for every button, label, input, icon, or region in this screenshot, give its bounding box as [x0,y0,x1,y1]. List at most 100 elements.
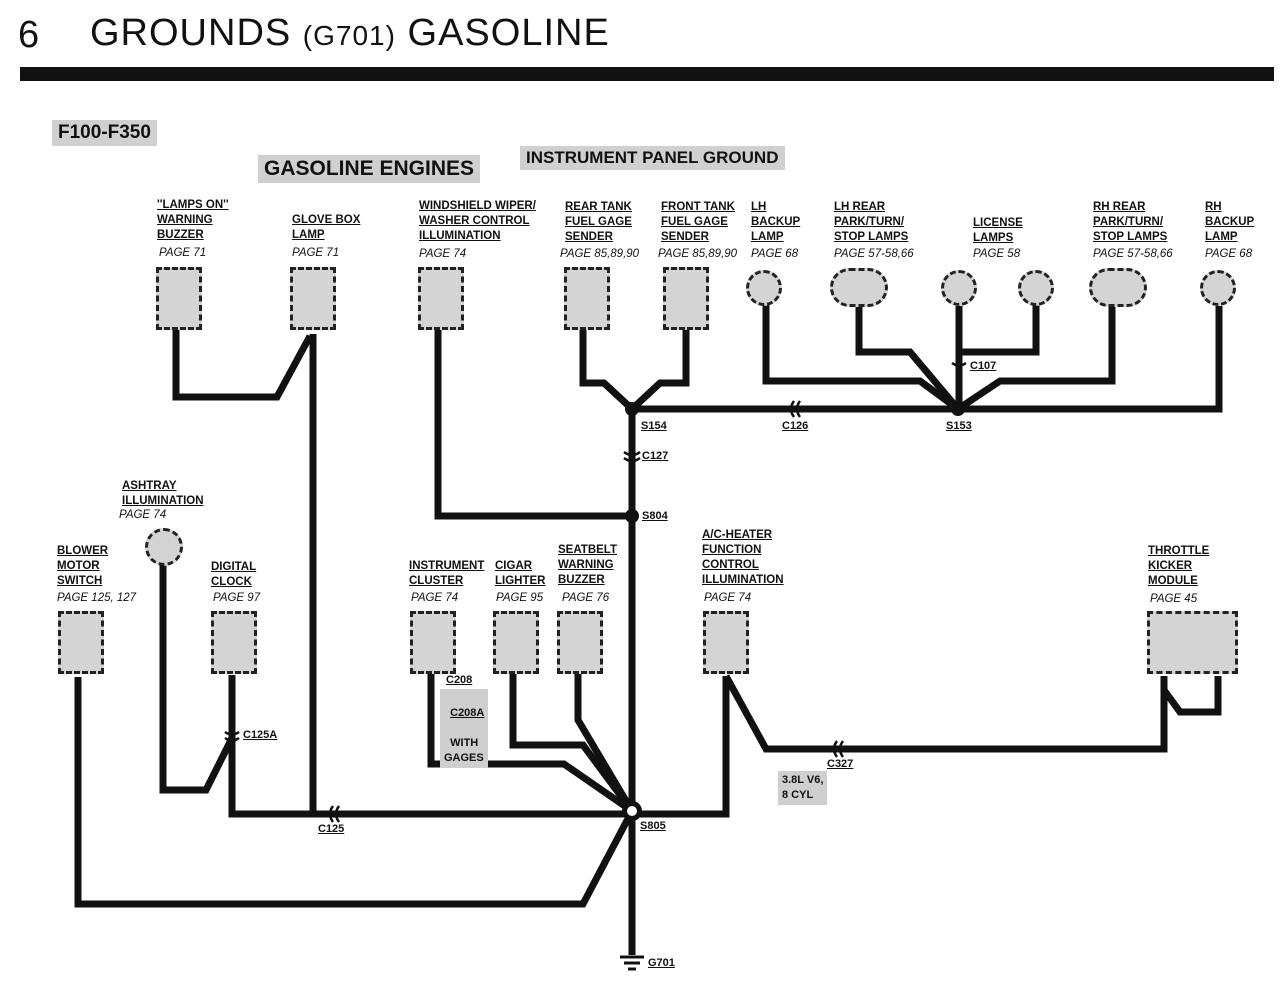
license-lamps-page: PAGE 58 [973,248,1021,260]
blower-switch-symbol [58,611,104,674]
wire-kicker-loop [1161,676,1222,716]
instrument-cluster-page: PAGE 74 [411,592,459,604]
connector-mark-c327 [832,740,845,758]
label-c127: C127 [642,450,669,462]
front-tank-sender-label: FRONT TANK FUEL GAGE SENDER [661,201,735,243]
license-lamp-right-symbol [1018,270,1054,306]
ashtray-illum-label: ASHTRAY ILLUMINATION [122,480,204,507]
digital-clock-page: PAGE 97 [213,592,261,604]
wire-front-tank [629,330,690,412]
note-c208a: C208A WITH GAGES [440,689,489,768]
label-c125: C125 [318,823,345,835]
note-v6: 3.8L V6, 8 CYL [778,771,828,805]
splice-s804 [625,509,639,523]
label-g701: G701 [648,957,675,969]
ac-heater-illum-label: A/C-HEATER FUNCTION CONTROL ILLUMINATION [702,529,784,586]
seatbelt-buzzer-label: SEATBELT WARNING BUZZER [558,544,617,586]
cigar-lighter-page: PAGE 95 [496,592,544,604]
throttle-kicker-label: THROTTLE KICKER MODULE [1148,545,1210,587]
model-tag: F100-F350 [52,120,157,146]
digital-clock-label: DIGITAL CLOCK [211,561,257,588]
wire-ashtray [159,565,236,794]
ashtray-illum-page: PAGE 74 [119,509,167,521]
wire-seatbelt [574,674,636,813]
engines-tag: GASOLINE ENGINES [258,155,481,183]
wire-ac-heater [632,676,730,818]
rh-backup-lamp-page: PAGE 68 [1205,248,1253,260]
splice-s154 [625,402,639,416]
page-number: 6 [18,14,41,56]
label-c327: C327 [827,758,854,770]
lamps-on-buzzer-label: ''LAMPS ON'' WARNING BUZZER [157,199,229,241]
blower-switch-page: PAGE 125, 127 [57,592,137,604]
wire-rh-backup [958,306,1223,413]
ground-symbol [620,955,644,971]
wire-lh-backup [762,305,961,412]
rh-rear-lamps-symbol [1089,268,1147,307]
rh-rear-lamps-page: PAGE 57-58,66 [1093,248,1173,260]
wire-rh-rear [956,306,1116,412]
note-c208a-head: C208A [450,707,485,719]
instrument-cluster-symbol [410,611,456,674]
ac-heater-illum-page: PAGE 74 [704,592,752,604]
front-tank-sender-page: PAGE 85,89,90 [658,248,738,260]
title-end: GASOLINE [407,12,610,54]
label-s805: S805 [640,820,666,832]
connector-mark-c127 [623,450,641,463]
note-c208a-body: WITH GAGES [444,737,484,764]
title-main: GROUNDS [90,12,292,54]
cigar-lighter-label: CIGAR LIGHTER [495,560,546,587]
rh-backup-lamp-symbol [1200,270,1236,306]
wire-rear-tank [579,330,635,412]
license-lamps-label: LICENSE LAMPS [973,217,1023,244]
label-s153: S153 [946,420,972,432]
connector-mark-c126 [789,400,802,418]
seatbelt-buzzer-page: PAGE 76 [562,592,610,604]
connector-mark-c107 [951,361,967,367]
wire-clock [228,675,632,818]
license-lamp-left-symbol [941,270,977,306]
glove-box-lamp-page: PAGE 71 [292,247,340,259]
label-c126: C126 [782,420,809,432]
lamps-on-buzzer-symbol [156,267,202,330]
lh-backup-lamp-page: PAGE 68 [751,248,799,260]
title-code: (G701) [302,20,396,51]
throttle-kicker-page: PAGE 45 [1150,593,1198,605]
lh-rear-lamps-page: PAGE 57-58,66 [834,248,914,260]
wire-cigar [509,674,635,814]
front-tank-sender-symbol [663,267,709,330]
throttle-kicker-symbol [1147,611,1238,674]
wire-license-right [962,305,1040,356]
wire-wiper-illum [434,330,632,520]
wiper-illum-symbol [418,267,464,330]
wire-cluster [427,674,634,814]
cigar-lighter-symbol [493,611,539,674]
label-c107: C107 [970,360,997,372]
ac-heater-illum-symbol [703,611,749,674]
header-rule [20,67,1274,81]
lamps-on-buzzer-page: PAGE 71 [159,247,207,259]
lh-rear-lamps-symbol [830,268,888,307]
lh-backup-lamp-label: LH BACKUP LAMP [751,201,801,243]
wire-lamps-on-buzzer [172,330,314,401]
page-title: GROUNDS (G701) GASOLINE [90,12,610,55]
wiper-illum-page: PAGE 74 [419,248,467,260]
instrument-cluster-label: INSTRUMENT CLUSTER [409,560,485,587]
label-c208: C208 [446,674,473,686]
wire-ac-to-kicker [722,674,1168,753]
label-s804: S804 [642,510,668,522]
blower-switch-label: BLOWER MOTOR SWITCH [57,545,109,587]
panel-ground-tag: INSTRUMENT PANEL GROUND [520,146,785,170]
rh-backup-lamp-label: RH BACKUP LAMP [1205,201,1255,243]
rear-tank-sender-symbol [564,267,610,330]
rear-tank-sender-label: REAR TANK FUEL GAGE SENDER [565,201,632,243]
rh-rear-lamps-label: RH REAR PARK/TURN/ STOP LAMPS [1093,201,1168,243]
digital-clock-symbol [211,611,257,674]
connector-mark-c125a [224,730,240,742]
glove-box-lamp-label: GLOVE BOX LAMP [292,214,361,241]
glove-box-lamp-symbol [290,267,336,330]
label-s154: S154 [641,420,667,432]
wire-blower [74,677,636,908]
lh-rear-lamps-label: LH REAR PARK/TURN/ STOP LAMPS [834,201,909,243]
connector-mark-c125 [328,805,341,823]
